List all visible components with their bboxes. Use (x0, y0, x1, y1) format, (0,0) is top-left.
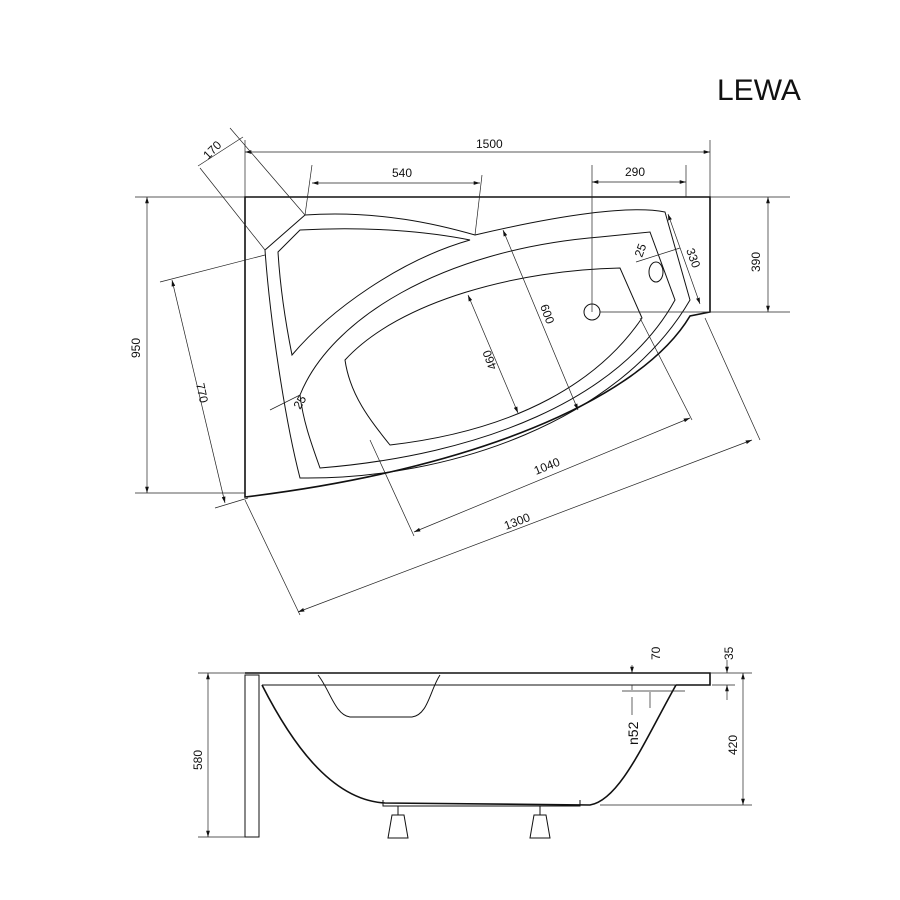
side-view: 580 70 n52 35 420 (191, 646, 752, 839)
dim-left-side: 770 (193, 382, 211, 405)
dim-rim-thickness-a: 70 (649, 646, 663, 660)
dim-headrest-length: 540 (392, 166, 412, 180)
basin-wall (299, 231, 676, 469)
dim-drain-depth: 390 (749, 252, 763, 272)
dim-overflow-diameter: 25 (632, 241, 650, 259)
dim-depth: 950 (129, 338, 143, 358)
dim-basin-width: 600 (537, 302, 557, 326)
dim-total-height: 580 (191, 750, 205, 770)
dim-bottom-width: 460 (480, 348, 500, 372)
leg-right (529, 806, 551, 839)
basin-floor (344, 267, 643, 446)
headrest-profile (317, 674, 441, 718)
dim-bottom-length: 1040 (532, 455, 562, 478)
dim-rim-thickness-b: 35 (722, 646, 736, 660)
headrest (277, 228, 471, 357)
dim-inner-depth: 420 (726, 735, 740, 755)
overflow-icon (648, 261, 664, 283)
dim-drain-offset: 290 (625, 165, 645, 179)
top-view: 1500 170 540 290 390 950 25 330 (129, 127, 790, 616)
tub-rim-inner (264, 209, 691, 479)
dim-drain-diameter: n52 (625, 721, 641, 745)
variant-title: LEWA (717, 74, 801, 107)
tub-body (261, 684, 677, 806)
dim-overflow-offset: 330 (683, 246, 703, 270)
dim-rim-width: 25 (290, 393, 309, 412)
dim-diagonal-length: 1300 (502, 510, 532, 533)
leg-left (387, 806, 409, 839)
dim-corner-cut: 170 (200, 138, 224, 162)
front-panel (244, 674, 260, 838)
dim-width: 1500 (476, 137, 503, 151)
rim (245, 672, 711, 686)
